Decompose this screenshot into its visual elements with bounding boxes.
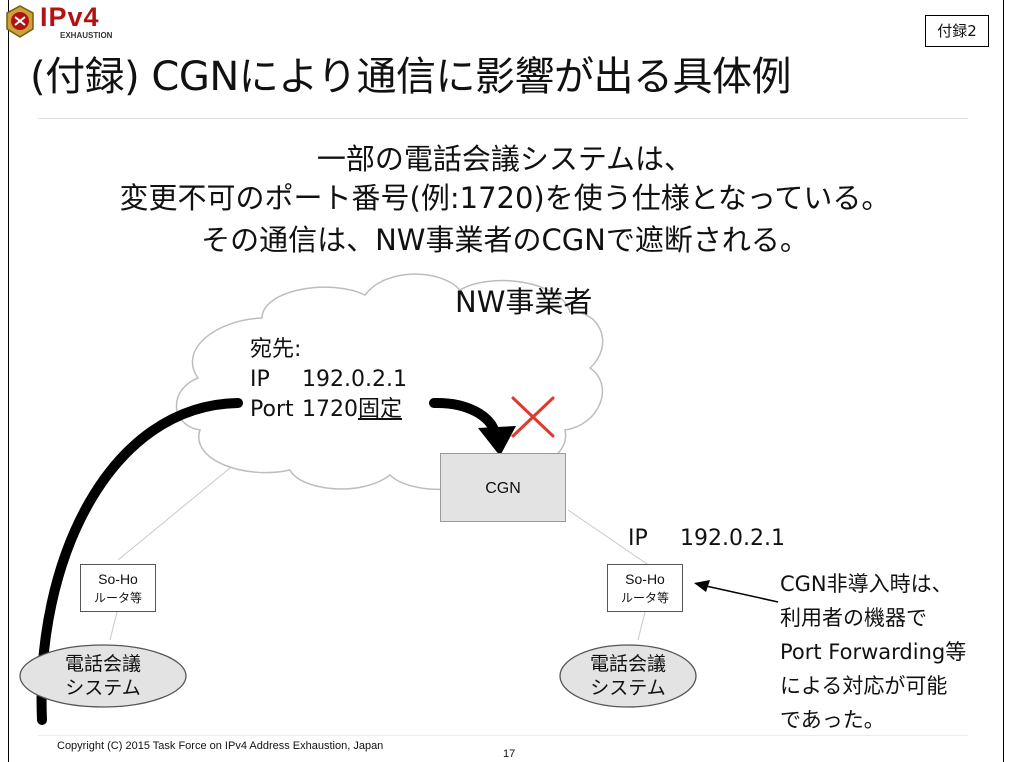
cgn-box: CGN [440, 453, 566, 522]
copyright-text: Copyright (C) 2015 Task Force on IPv4 Ad… [57, 740, 384, 752]
page-number: 17 [503, 748, 516, 760]
conference-system-left-ellipse [19, 644, 187, 708]
destination-ip-row: IP 192.0.2.1 [250, 365, 407, 395]
router-right-line2: ルータ等 [620, 591, 669, 605]
nw-operator-label: NW事業者 [455, 285, 593, 319]
lead-line-2: 変更不可のポート番号(例:1720)を使う仕様となっている。 [119, 181, 891, 215]
conference-system-right-label: 電話会議 システム [563, 652, 693, 700]
note-pointer-arrow [705, 585, 779, 603]
soho-router-left: So-Ho ルータ等 [80, 564, 156, 612]
note-line-4: による対応が可能 [780, 674, 948, 698]
note-line-2: 利用者の機器で [780, 606, 927, 630]
soho-router-right: So-Ho ルータ等 [607, 564, 683, 612]
destination-port-row: Port 1720固定 [250, 395, 402, 425]
connection-lines [109, 467, 651, 641]
system-left-line1: 電話会議 [64, 653, 141, 675]
note-line-3: Port Forwarding等 [780, 640, 967, 664]
slide-right-border [1003, 0, 1004, 762]
appendix-badge: 付録2 [925, 15, 989, 47]
system-left-line2: システム [65, 677, 141, 699]
router-left-line2: ルータ等 [93, 591, 142, 605]
logo-text: IPv4 [40, 2, 100, 32]
destination-port-value: 1720 [302, 397, 358, 422]
traffic-flow-arrow-head-curve [429, 397, 499, 435]
system-right-line1: 電話会議 [589, 653, 666, 675]
router-right-line1: So-Ho [625, 571, 665, 587]
note-pointer-arrow-head [694, 580, 710, 592]
ipv4-emblem-icon [6, 5, 34, 38]
destination-ip-key: IP [250, 367, 270, 392]
cgn-ip-value: 192.0.2.1 [680, 526, 785, 551]
port-forwarding-note: CGN非導入時は、 利用者の機器で Port Forwarding等 による対応… [780, 567, 966, 737]
blocked-cross-icon [511, 396, 555, 438]
conference-system-right-ellipse [559, 644, 697, 708]
slide-left-border [8, 0, 9, 762]
system-right-line2: システム [590, 677, 666, 699]
destination-ip-value: 192.0.2.1 [302, 367, 407, 392]
lead-line-1: 一部の電話会議システムは、 [316, 142, 694, 176]
conference-system-left-label: 電話会議 システム [38, 652, 168, 700]
slide-title: (付録) CGNにより通信に影響が出る具体例 [30, 54, 791, 100]
cgn-ip-row: IP 192.0.2.1 [628, 525, 785, 553]
arrow-head-icon [478, 426, 516, 456]
note-line-5: であった。 [780, 708, 885, 732]
title-divider [38, 118, 968, 119]
lead-line-3: その通信は、NW事業者のCGNで遮断される。 [201, 223, 809, 257]
destination-port-fixed: 固定 [358, 397, 403, 422]
footer-divider [38, 735, 968, 736]
router-left-line1: So-Ho [98, 571, 138, 587]
cgn-ip-key: IP [628, 526, 648, 551]
note-line-1: CGN非導入時は、 [780, 572, 953, 596]
destination-port-key: Port [250, 397, 294, 422]
logo-subtext: EXHAUSTION [60, 31, 113, 40]
destination-heading: 宛先: [250, 337, 302, 362]
